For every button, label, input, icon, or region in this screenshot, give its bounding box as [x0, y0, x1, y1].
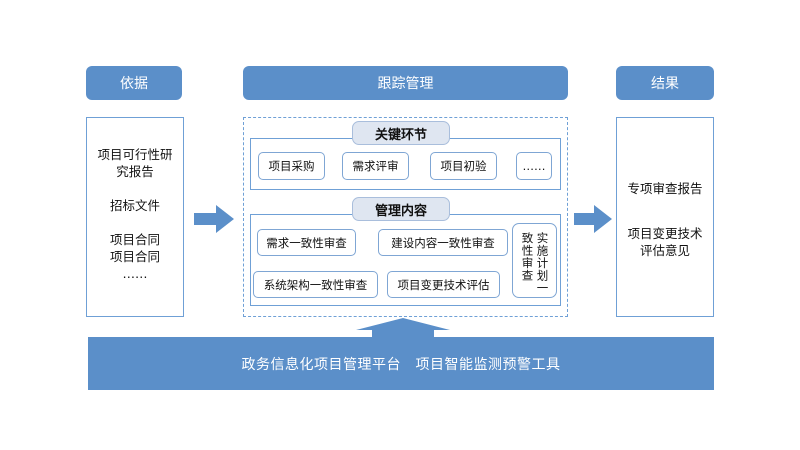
chip-requirements-consistency: 需求一致性审查 [257, 229, 356, 256]
chip-architecture-consistency: 系统架构一致性审查 [253, 271, 378, 298]
key-links-title: 关键环节 [352, 121, 450, 145]
result-panel: 专项审查报告 项目变更技术 评估意见 [616, 117, 714, 317]
result-item-special-report: 专项审查报告 [627, 181, 703, 196]
chip-construction-consistency: 建设内容一致性审查 [378, 229, 508, 256]
chip-project-procurement: 项目采购 [258, 152, 325, 180]
result-item-change-opinion: 项目变更技术 评估意见 [627, 226, 703, 258]
header-result: 结果 [616, 66, 714, 100]
arrow-up-icon [356, 318, 450, 338]
platform-bar: 政务信息化项目管理平台 项目智能监测预警工具 [88, 337, 714, 390]
header-result-label: 结果 [651, 76, 679, 92]
basis-item-contract: 项目合同 项目合同 …… [109, 232, 160, 281]
chip-requirements-review: 需求评审 [342, 152, 409, 180]
arrow-right-icon [574, 205, 612, 233]
management-content-title: 管理内容 [352, 197, 450, 221]
chip-ellipsis: …… [516, 152, 552, 180]
header-tracking-management: 跟踪管理 [243, 66, 568, 100]
header-tracking-label: 跟踪管理 [377, 76, 434, 92]
arrow-right-icon [194, 205, 234, 233]
chip-change-assessment: 项目变更技术评估 [387, 271, 500, 298]
chip-initial-acceptance: 项目初验 [430, 152, 497, 180]
platform-label: 政务信息化项目管理平台 项目智能监测预警工具 [241, 356, 561, 373]
basis-panel: 项目可行性研 究报告 招标文件 项目合同 项目合同 …… [86, 117, 184, 317]
chip-plan-consistency: 实施计划一 致性审查 [512, 223, 557, 298]
basis-item-tender: 招标文件 [109, 198, 160, 213]
header-basis-label: 依据 [120, 76, 148, 92]
header-basis: 依据 [86, 66, 182, 100]
basis-item-feasibility: 项目可行性研 究报告 [97, 147, 173, 179]
